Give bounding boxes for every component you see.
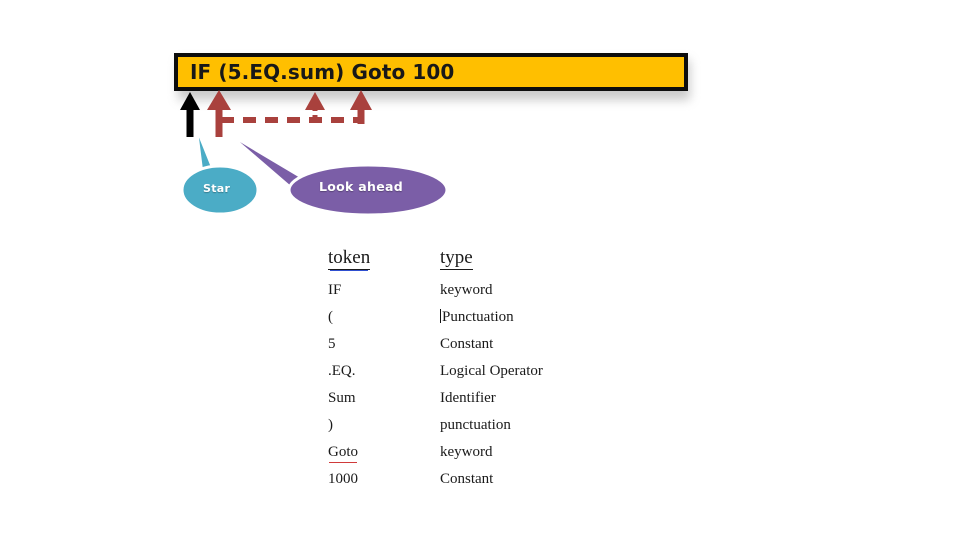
token-type-table: token type IF keyword ( Punctuation 5 Co…	[328, 248, 543, 497]
table-cell-token: (	[328, 308, 440, 326]
callout-lookahead-label: Look ahead	[319, 179, 403, 194]
table-row: Sum Identifier	[328, 389, 543, 416]
token-value: (	[328, 309, 333, 325]
table-row: Goto keyword	[328, 443, 543, 470]
table-header-type: type	[440, 247, 473, 270]
code-banner: IF (5.EQ.sum) Goto 100	[174, 53, 688, 91]
token-value: .EQ.	[328, 363, 356, 379]
table-row: .EQ. Logical Operator	[328, 362, 543, 389]
token-value: Sum	[328, 390, 356, 406]
type-value: Constant	[440, 336, 494, 352]
table-header-token-cell: token	[328, 248, 440, 270]
type-value: keyword	[440, 282, 493, 298]
table-cell-type: punctuation	[440, 416, 511, 434]
table-row: ) punctuation	[328, 416, 543, 443]
table-cell-type: keyword	[440, 281, 493, 299]
table-cell-type: Punctuation	[440, 308, 514, 326]
table-cell-token: .EQ.	[328, 362, 440, 380]
token-value: 1000	[328, 471, 358, 487]
table-cell-type: Constant	[440, 335, 493, 353]
text-caret	[440, 309, 441, 323]
table-cell-token: IF	[328, 281, 440, 299]
code-banner-text: IF (5.EQ.sum) Goto 100	[190, 60, 455, 84]
table-cell-type: Logical Operator	[440, 362, 543, 380]
token-value: Goto	[328, 444, 358, 460]
token-value: 5	[328, 336, 336, 352]
table-cell-type: Constant	[440, 470, 493, 488]
table-cell-token: Goto	[328, 443, 440, 462]
type-value: Constant	[440, 471, 494, 487]
type-value: Logical Operator	[440, 363, 543, 379]
table-cell-type: keyword	[440, 443, 493, 461]
table-row: IF keyword	[328, 281, 543, 308]
table-header-row: token type	[328, 248, 543, 281]
table-row: 5 Constant	[328, 335, 543, 362]
table-header-token: token	[328, 247, 371, 270]
table-cell-token: 5	[328, 335, 440, 353]
table-header-type-cell: type	[440, 248, 473, 270]
table-row: 1000 Constant	[328, 470, 543, 497]
token-value: )	[328, 417, 333, 433]
table-cell-type: Identifier	[440, 389, 496, 407]
type-value: Identifier	[440, 390, 496, 406]
type-value: punctuation	[440, 417, 511, 433]
table-cell-token: Sum	[328, 389, 440, 407]
type-value: keyword	[440, 444, 493, 460]
table-cell-token: )	[328, 416, 440, 434]
table-cell-token: 1000	[328, 470, 440, 488]
callout-star-label: Star	[203, 182, 231, 195]
token-value: IF	[328, 282, 342, 298]
type-value: Punctuation	[442, 309, 514, 325]
table-row: ( Punctuation	[328, 308, 543, 335]
